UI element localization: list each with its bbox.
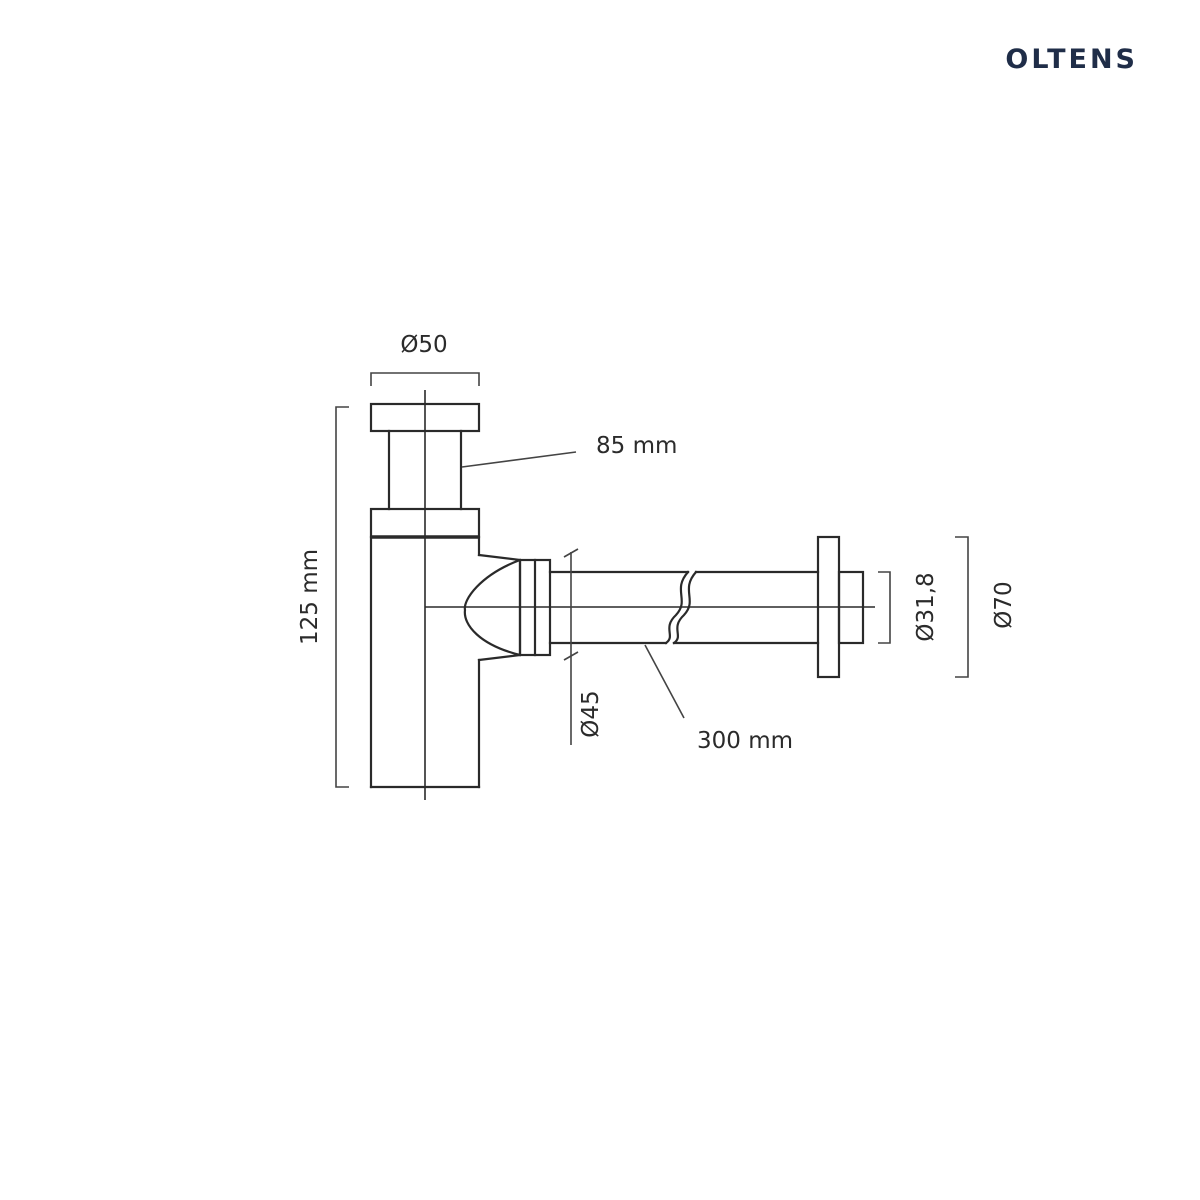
brand-logo: OLTENS [1005,44,1138,75]
dimension-d70: Ø70 [955,536,1017,678]
dimension-d31-8: Ø31,8 [878,571,939,644]
outlet-pipe [425,535,875,679]
dimension-300mm: 300 mm [644,644,793,754]
dimension-85mm: 85 mm [461,433,677,468]
siphon-body [369,390,552,800]
wall-spigot [837,570,865,645]
label-300mm: 300 mm [697,728,793,754]
label-d50: Ø50 [400,332,447,358]
label-d45: Ø45 [578,690,604,737]
label-125mm: 125 mm [297,549,323,645]
dimension-d45: Ø45 [563,548,604,745]
dimension-125mm: 125 mm [297,406,349,788]
label-85mm: 85 mm [596,433,677,459]
label-d70: Ø70 [991,581,1017,628]
label-d31-8: Ø31,8 [913,572,939,641]
dimension-d50: Ø50 [370,332,480,386]
